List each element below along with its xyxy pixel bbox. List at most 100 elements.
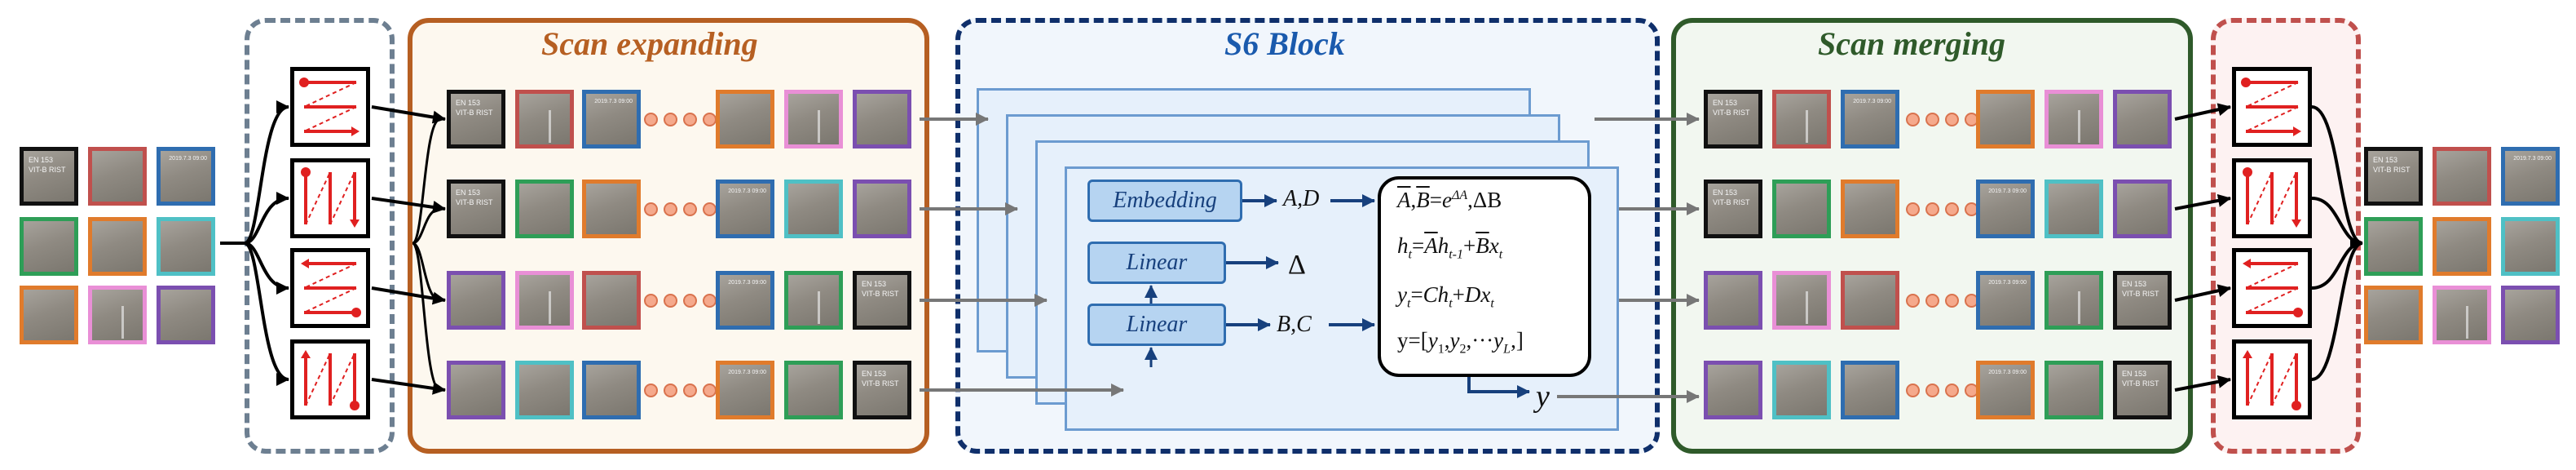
scan-to-row-2	[371, 197, 446, 214]
ellipsis-dot	[644, 294, 658, 308]
input-tile-1-1	[88, 217, 147, 276]
merge-scan-to-output-3	[2311, 242, 2363, 290]
scan-merging-title: Scan merging	[1818, 25, 2006, 62]
embedding-block: Embedding	[1087, 180, 1242, 222]
output-y-label: y	[1536, 379, 1550, 414]
tile-id-text: EN 153	[1713, 99, 1738, 107]
tile-id-text: EN 153	[456, 99, 481, 107]
expand-seq-tile-0-2: 2019.7.3 09:00	[582, 90, 641, 149]
expand-scan-pattern-3	[290, 248, 370, 328]
merge-scan-to-output-4	[2311, 242, 2363, 381]
merge-scan-to-output-2	[2311, 197, 2363, 250]
tile-streak	[1806, 291, 1808, 324]
expand-seq-tile-3-3: 2019.7.3 09:00	[716, 361, 774, 419]
tile-model-text: VIT-B RIST	[2122, 290, 2159, 298]
tile-streak	[818, 291, 820, 324]
merge-seq-tile-0-4	[2044, 90, 2103, 149]
merge-seq-tile-1-2	[1841, 180, 1899, 238]
ellipsis-dot	[1945, 113, 1959, 126]
tile-model-text: VIT-B RIST	[862, 290, 899, 298]
merge-seq-tile-2-1	[1772, 271, 1831, 330]
branch-4	[411, 242, 441, 392]
ellipsis-dot	[1925, 384, 1939, 397]
tile-model-text: VIT-B RIST	[456, 198, 493, 206]
tile-id-text: EN 153	[2373, 156, 2398, 164]
ellipsis-dot	[1925, 294, 1939, 308]
tile-stamp-text: 2019.7.3 09:00	[1988, 370, 2027, 375]
label-b-c: B,C	[1277, 312, 1312, 337]
tile-streak	[2078, 291, 2080, 324]
output-tile-2-1	[2433, 286, 2491, 344]
merge-seq-tile-1-4	[2044, 180, 2103, 238]
input-tile-2-2	[157, 286, 215, 344]
expand-seq-tile-1-3: 2019.7.3 09:00	[716, 180, 774, 238]
expand-seq-tile-1-1	[515, 180, 574, 238]
input-to-scan-2	[244, 192, 289, 245]
linear-block-delta: Linear	[1087, 242, 1226, 284]
merge-seq-tile-2-2	[1841, 271, 1899, 330]
scan-route-icon	[2243, 259, 2303, 317]
label-delta: Δ	[1288, 250, 1306, 280]
equation-discretization: A,B=eΔA,ΔB	[1397, 188, 1502, 212]
expand-seq-tile-3-1	[515, 361, 574, 419]
ellipsis-dot	[1906, 202, 1920, 216]
merge-seq-tile-0-3	[1976, 90, 2035, 149]
left-scan-group	[245, 18, 395, 454]
tile-stamp-text: 2019.7.3 09:00	[728, 280, 766, 286]
expand-seq-tile-3-0	[447, 361, 505, 419]
expand-seq-tile-0-1	[515, 90, 574, 149]
ellipsis-dot	[1945, 294, 1959, 308]
tile-id-text: EN 153	[862, 280, 887, 288]
ellipsis-dot	[664, 113, 677, 126]
output-tile-1-1	[2433, 217, 2491, 276]
equation-sequence: y=[y1,y2,···yL,]	[1397, 328, 1524, 357]
expand-seq-tile-2-2	[582, 271, 641, 330]
scan-route-icon	[2241, 78, 2301, 136]
expand-seq-tile-1-5	[853, 180, 911, 238]
tile-id-text: EN 153	[862, 370, 887, 378]
ellipsis-dot	[683, 202, 697, 216]
input-tile-0-2: 2019.7.3 09:00	[157, 147, 215, 206]
ellipsis-dot	[1906, 384, 1920, 397]
merge-scan-pattern-2	[2232, 158, 2312, 238]
ellipsis-dot	[683, 294, 697, 308]
merge-scan-pattern-4	[2232, 339, 2312, 419]
tile-stamp-text: 2019.7.3 09:00	[1988, 188, 2027, 194]
tile-model-text: VIT-B RIST	[456, 109, 493, 117]
expand-seq-tile-1-2	[582, 180, 641, 238]
expand-scan-pattern-4	[290, 339, 370, 419]
input-tile-1-0	[20, 217, 78, 276]
scan-route-icon	[301, 167, 359, 228]
expand-seq-tile-1-4	[784, 180, 843, 238]
tile-model-text: VIT-B RIST	[2122, 379, 2159, 388]
tile-streak	[2466, 306, 2468, 339]
scan-route-icon	[2243, 350, 2301, 410]
tile-streak	[2078, 110, 2080, 143]
tile-stamp-text: 2019.7.3 09:00	[2513, 156, 2552, 162]
output-tile-0-1	[2433, 147, 2491, 206]
merge-seq-tile-1-3: 2019.7.3 09:00	[1976, 180, 2035, 238]
s6-block-title: S6 Block	[1224, 25, 1345, 62]
ellipsis-dot	[1925, 113, 1939, 126]
ellipsis-dot	[1945, 384, 1959, 397]
scan-to-row-3	[371, 286, 446, 305]
expand-seq-tile-0-5	[853, 90, 911, 149]
ellipsis-dot	[1925, 202, 1939, 216]
tile-streak	[818, 110, 820, 143]
output-tile-1-0	[2364, 217, 2423, 276]
row-to-merge-scan-4	[2174, 375, 2231, 392]
merge-seq-tile-0-1	[1772, 90, 1831, 149]
tile-streak	[549, 110, 551, 143]
tile-stamp-text: 2019.7.3 09:00	[594, 99, 633, 104]
expand-seq-tile-2-0	[447, 271, 505, 330]
expand-scan-pattern-2	[290, 158, 370, 238]
tile-model-text: VIT-B RIST	[1713, 198, 1750, 206]
expand-scan-pattern-1	[290, 67, 370, 147]
scan-route-icon	[2243, 167, 2301, 228]
ellipsis-dot	[664, 202, 677, 216]
input-to-scan-1	[244, 100, 289, 245]
